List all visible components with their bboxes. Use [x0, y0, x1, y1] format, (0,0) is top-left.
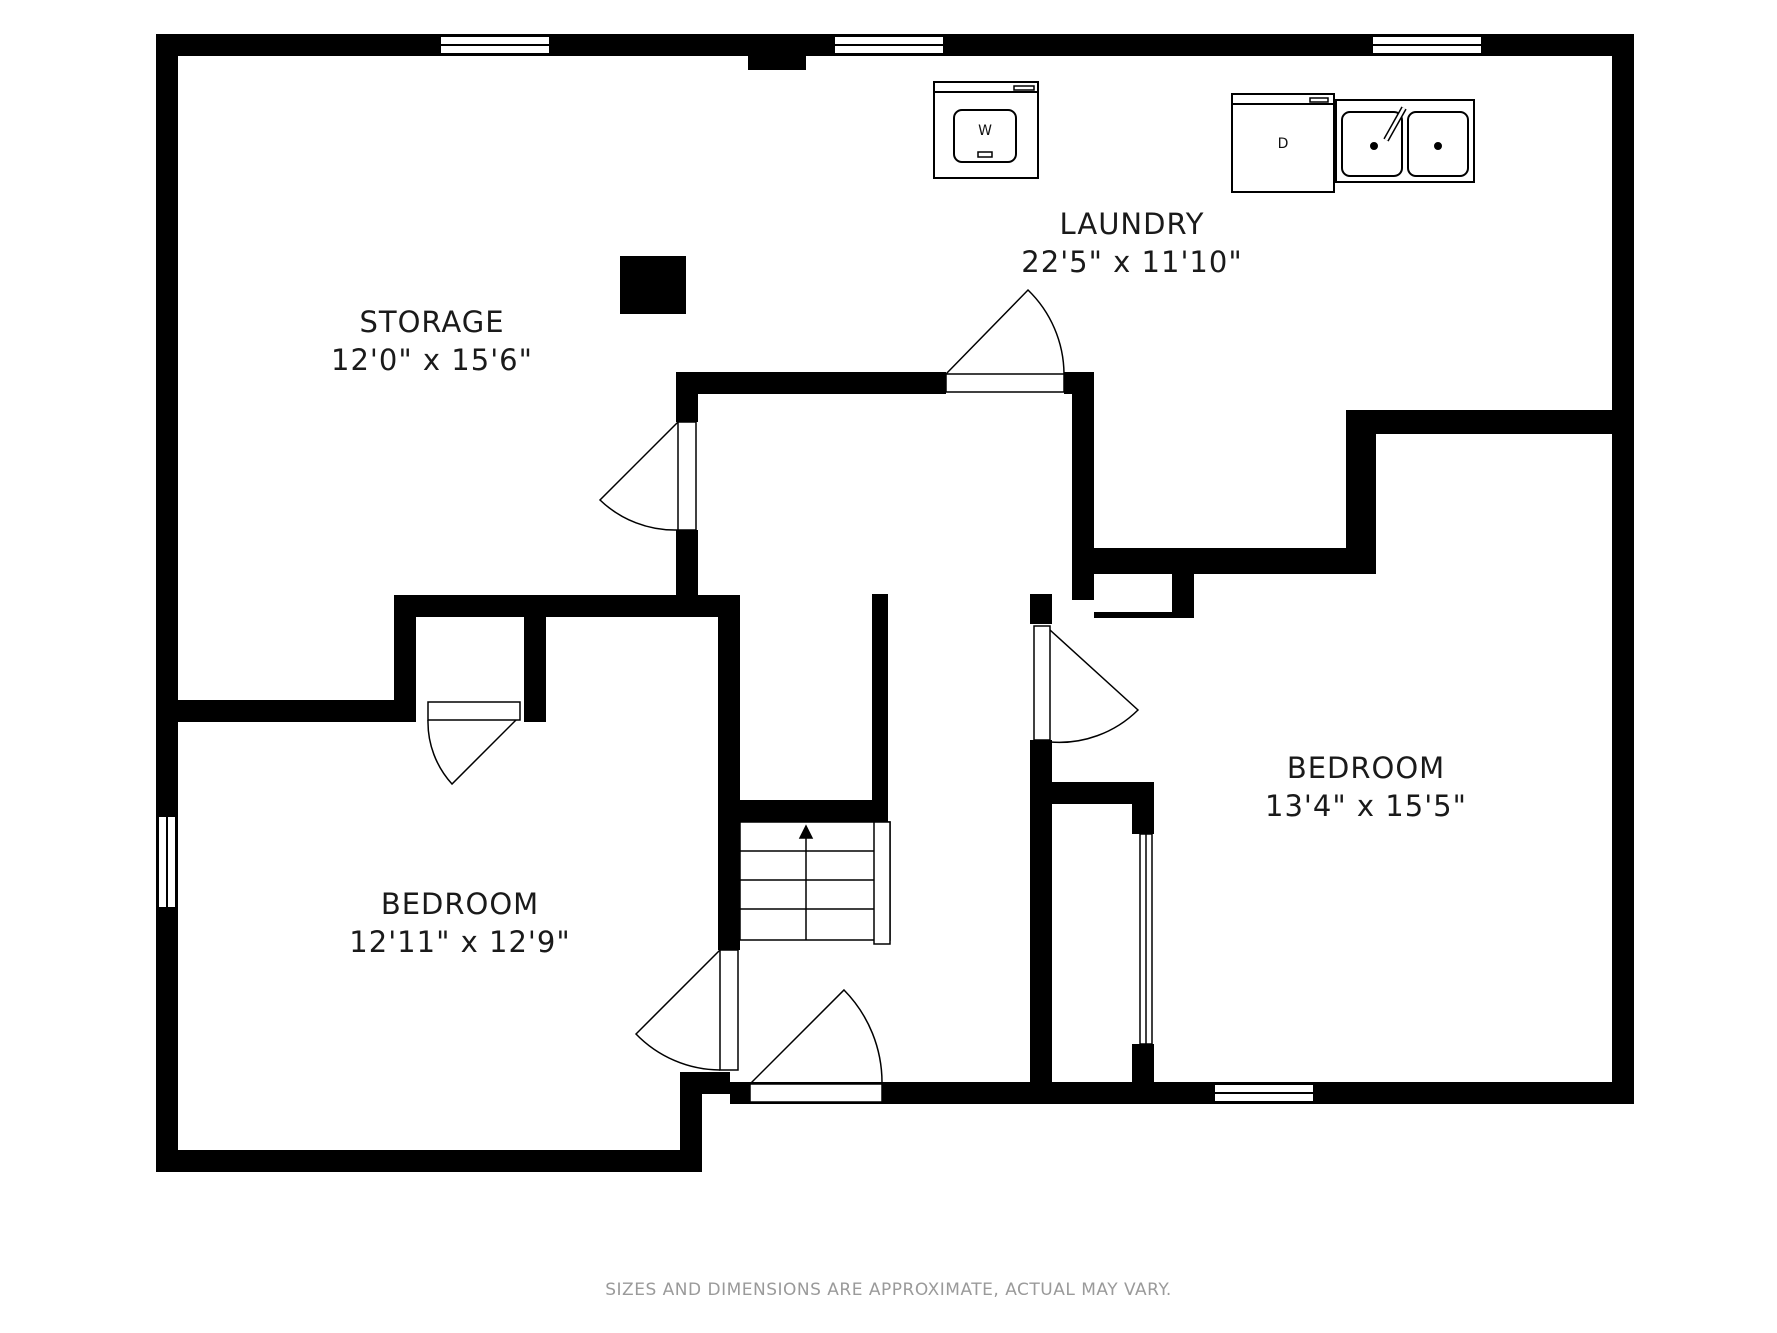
wall-stair-top [738, 800, 888, 822]
windows [157, 35, 1483, 1103]
wall-right-closet-top [1050, 782, 1154, 804]
wall-closet-left-b [394, 595, 724, 617]
wall-laundry-bedroom-b [1346, 410, 1376, 574]
wall-left [156, 34, 178, 1172]
room-dims-laundry: 22'5" x 11'10" [1021, 245, 1242, 279]
door-bedroom-right-opening [1033, 625, 1051, 741]
dryer-label: D [1278, 136, 1289, 152]
walls [156, 34, 1634, 1172]
wall-step-top [680, 1072, 730, 1094]
room-dims-bedroom-left: 12'11" x 12'9" [349, 925, 570, 959]
door-hall-opening [749, 1083, 883, 1103]
door-bedroom-left-opening [719, 949, 739, 1071]
door-laundry-opening [945, 373, 1065, 393]
dryer [1231, 93, 1335, 193]
wall-bump [748, 50, 806, 70]
wall-laundry-bedroom-a [1072, 548, 1376, 574]
door-hall-swing [749, 988, 883, 1085]
wall-laundry-bedroom-c [1346, 410, 1634, 434]
wall-closet-left-c [524, 595, 546, 722]
wall-hall-right [1072, 372, 1094, 600]
wall-stair-left [718, 800, 740, 950]
stairs [739, 821, 891, 945]
room-name-laundry: LAUNDRY [1060, 207, 1205, 241]
wall-storage-hall-lower [676, 530, 698, 617]
doors [427, 288, 1153, 1103]
room-labels: LAUNDRY 22'5" x 11'10" STORAGE 12'0" x 1… [331, 207, 1467, 959]
room-name-bedroom-right: BEDROOM [1287, 751, 1445, 785]
wall-closet-left-d [524, 700, 546, 722]
stair-arrow-icon [798, 824, 814, 839]
wall-storage-bedroom [178, 700, 414, 722]
appliances: W D [933, 81, 1475, 193]
disclaimer-note: SIZES AND DIMENSIONS ARE APPROXIMATE, AC… [605, 1280, 1172, 1300]
stair-rail [873, 821, 891, 945]
wall-bedroom-left-east [718, 595, 740, 805]
door-closet-left-swing [427, 719, 517, 786]
wall-hall-right-lower-a [1030, 594, 1052, 624]
wall-right [1612, 34, 1634, 1104]
wall-small-closet-bottom [1094, 612, 1194, 618]
door-bedroom-left-swing [634, 949, 721, 1071]
wall-right-closet-side-b [1132, 1044, 1154, 1084]
wall-right-closet-side-a [1132, 782, 1154, 834]
door-storage-opening [677, 421, 697, 531]
support-column [620, 256, 686, 314]
room-dims-storage: 12'0" x 15'6" [331, 343, 533, 377]
wall-stair-center [872, 594, 888, 808]
washer-label: W [978, 123, 992, 139]
door-closet-left-opening [427, 701, 521, 721]
stair-outline [739, 821, 891, 941]
door-laundry-swing [945, 288, 1065, 375]
door-bedroom-right-swing [1049, 629, 1140, 744]
room-name-bedroom-left: BEDROOM [381, 887, 539, 921]
room-dims-bedroom-right: 13'4" x 15'5" [1265, 789, 1467, 823]
wall-closet-left-a [394, 595, 416, 722]
wall-hall-top [676, 372, 946, 394]
wall-step [680, 1072, 702, 1172]
wall-bottom-left [156, 1150, 702, 1172]
room-name-storage: STORAGE [359, 305, 504, 339]
door-storage-swing [598, 421, 679, 531]
wall-small-closet [1172, 574, 1194, 618]
wall-bottom-right [730, 1082, 1634, 1104]
wall-hall-right-lower-b [1030, 740, 1052, 1104]
